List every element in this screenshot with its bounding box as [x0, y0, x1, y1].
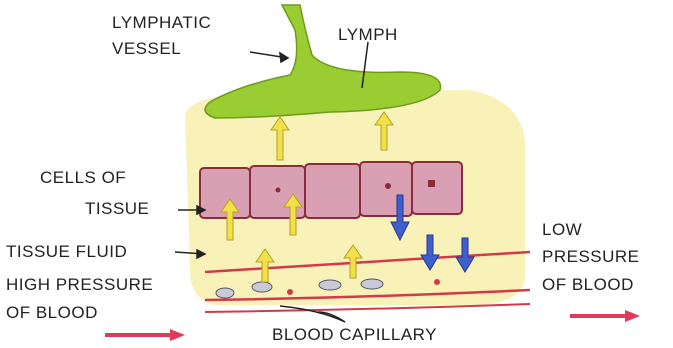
label-lymphatic-vessel-line1: LYMPHATIC	[112, 13, 211, 32]
label-low-pressure-line2: PRESSURE	[542, 247, 640, 266]
label-low-pressure-line3: OF BLOOD	[542, 275, 634, 294]
lymphatic-vessel	[205, 5, 440, 118]
label-cells-line1: CELLS OF	[40, 168, 126, 187]
label-high-pressure-line2: OF BLOOD	[6, 303, 98, 322]
tissue-cell	[412, 162, 462, 214]
label-cells-line2: TISSUE	[85, 199, 149, 218]
tissue-cell	[305, 164, 360, 218]
tissue-cell	[360, 162, 412, 216]
label-lymphatic-vessel-line2: VESSEL	[112, 39, 181, 58]
label-high-pressure-line1: HIGH PRESSURE	[6, 275, 153, 294]
tissue-cells	[200, 162, 462, 218]
label-low-pressure-line1: LOW	[542, 220, 582, 239]
label-tissue-fluid: TISSUE FLUID	[6, 242, 127, 261]
label-lymph: LYMPH	[338, 25, 398, 44]
label-blood-capillary: BLOOD CAPILLARY	[272, 325, 437, 344]
